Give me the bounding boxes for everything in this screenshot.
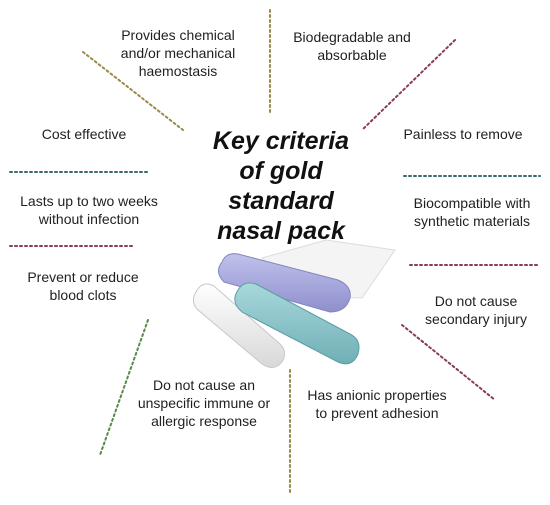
criterion-text: to prevent adhesion xyxy=(315,405,439,421)
connector-line xyxy=(99,319,149,456)
criterion-anionic: Has anionic properties to prevent adhesi… xyxy=(292,386,462,422)
criterion-immune: Do not cause an unspecific immune or all… xyxy=(124,376,284,430)
criterion-text: Biodegradable and xyxy=(293,29,411,45)
connector-line xyxy=(82,51,184,131)
criterion-text: Do not cause an xyxy=(153,377,255,393)
criterion-injury: Do not cause secondary injury xyxy=(406,292,546,328)
criterion-haemostasis: Provides chemical and/or mechanical haem… xyxy=(98,26,258,80)
criterion-text: Do not cause xyxy=(434,293,518,309)
diagram-title: Key criteria of gold standard nasal pack xyxy=(196,126,366,246)
title-line: of gold xyxy=(239,157,323,185)
criterion-text: secondary injury xyxy=(425,311,527,327)
criterion-text: haemostasis xyxy=(138,63,218,79)
criterion-text: Painless to remove xyxy=(403,126,523,142)
criterion-painless: Painless to remove xyxy=(388,125,538,143)
criterion-clots: Prevent or reduce blood clots xyxy=(8,268,158,304)
connector-line xyxy=(361,39,456,131)
criterion-text: Lasts up to two weeks xyxy=(20,193,158,209)
criterion-lasts: Lasts up to two weeks without infection xyxy=(4,192,174,228)
teal-pack xyxy=(234,282,360,365)
criterion-text: blood clots xyxy=(49,287,117,303)
criterion-text: Provides chemical xyxy=(121,27,235,43)
criterion-text: Biocompatible with xyxy=(413,195,531,211)
lavender-pack xyxy=(218,253,351,313)
criterion-biocompatible: Biocompatible with synthetic materials xyxy=(396,194,548,230)
connector-line xyxy=(401,324,496,401)
criterion-text: Cost effective xyxy=(41,126,127,142)
title-line: Key criteria xyxy=(212,127,350,155)
criterion-text: without infection xyxy=(38,211,140,227)
criterion-text: unspecific immune or xyxy=(137,395,271,411)
criterion-cost: Cost effective xyxy=(24,125,144,143)
criterion-text: absorbable xyxy=(317,47,387,63)
criterion-text: Has anionic properties xyxy=(307,387,447,403)
criterion-text: synthetic materials xyxy=(414,213,530,229)
criterion-text: and/or mechanical xyxy=(120,45,236,61)
criterion-text: Prevent or reduce xyxy=(27,269,139,285)
title-line: nasal pack xyxy=(217,217,345,245)
criterion-biodegradable: Biodegradable and absorbable xyxy=(282,28,422,64)
criterion-text: allergic response xyxy=(151,413,257,429)
white-stick-pack xyxy=(192,283,286,368)
title-line: standard xyxy=(228,187,334,215)
